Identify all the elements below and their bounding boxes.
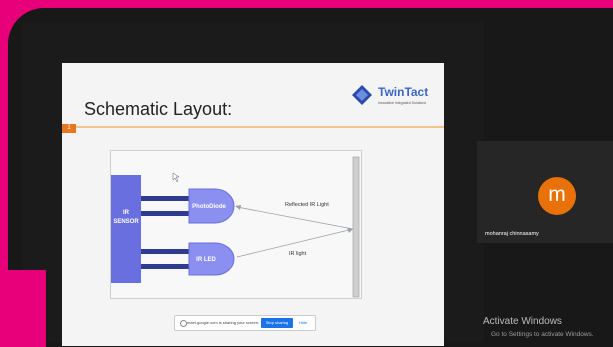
slide-number: 1 [62,124,76,133]
participant-avatar: m [538,177,576,215]
share-indicator-icon [180,320,187,327]
mouse-cursor-icon [172,172,180,183]
screen-share-notification: meet.google.com is sharing your screen. … [174,315,316,331]
pink-frame-corner [0,270,46,347]
slide-title: Schematic Layout: [84,99,233,119]
logo-diamond-icon [352,85,372,105]
ir-light-label: IR light [289,251,307,257]
stop-sharing-button[interactable]: Stop sharing [261,318,293,328]
ir-sensor-label-line1: IR [123,210,130,216]
reflected-ray [236,206,354,230]
logo-text: TwinTact [378,85,429,99]
share-message: meet.google.com is sharing your screen. [187,320,260,325]
schematic-diagram: IR SENSOR PhotoDiode IR LED [110,150,362,299]
participant-tile[interactable]: m mohanraj chinnasamy [477,141,613,243]
ir-sensor-block [111,175,141,283]
irled-shape [188,242,235,276]
reflected-light-label: Reflected IR Light [285,202,329,208]
logo-tagline: Innovative Integrated Solutions [378,101,427,105]
wire-photodiode-top [141,196,189,201]
presentation-slide: Schematic Layout: TwinTact Innovative In… [62,63,444,346]
reflector-panel [352,156,360,298]
title-rule [62,126,444,128]
meet-window: Schematic Layout: TwinTact Innovative In… [8,8,613,347]
photodiode-label: PhotoDiode [192,204,226,210]
emitted-ray [236,228,354,258]
activate-windows-title: Activate Windows [483,316,562,327]
irled-label: IR LED [196,257,216,263]
screen-share-stage: Schematic Layout: TwinTact Innovative In… [22,22,484,346]
schematic-svg: IR SENSOR PhotoDiode IR LED [111,156,360,298]
twintact-logo: TwinTact Innovative Integrated Solutions [350,81,438,113]
participant-name: mohanraj chinnasamy [485,231,539,237]
wire-irled-bottom [141,264,189,269]
photodiode-shape [188,188,235,224]
activate-windows-subtitle: Go to Settings to activate Windows. [491,331,594,338]
wire-irled-top [141,249,189,254]
ir-sensor-label-line2: SENSOR [113,219,139,225]
hide-button[interactable]: Hide [299,320,308,325]
wire-photodiode-bottom [141,211,189,216]
